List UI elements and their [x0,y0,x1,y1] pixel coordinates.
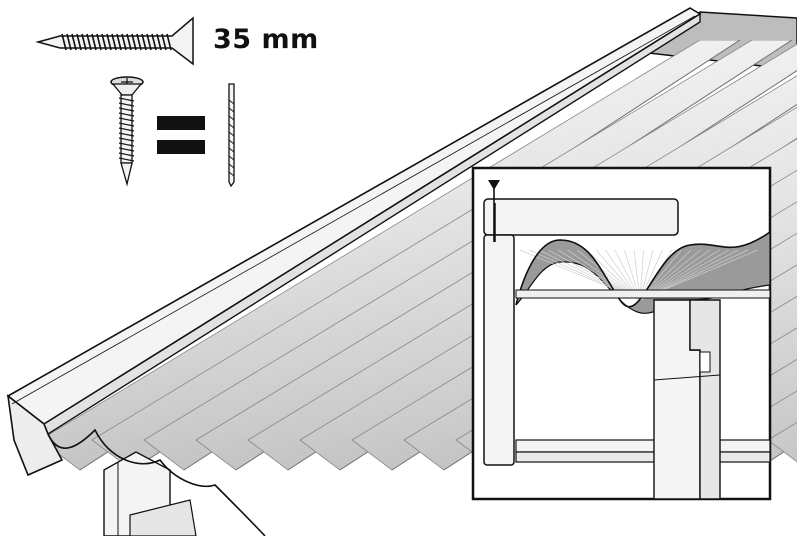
screw-top-icon [110,76,144,187]
drill-bit-icon [228,83,235,188]
inset-fascia [483,198,679,236]
support-post [103,451,197,536]
pilot-marker-icon [488,180,500,190]
fascia-board-end [6,394,64,477]
screw-length-label: 35 mm [213,24,319,55]
screw-side-icon [35,16,194,66]
equals-sign [157,116,205,154]
roof-corrugation [767,40,797,471]
roof-wave-edge [47,428,266,536]
detail-inset [471,166,772,501]
